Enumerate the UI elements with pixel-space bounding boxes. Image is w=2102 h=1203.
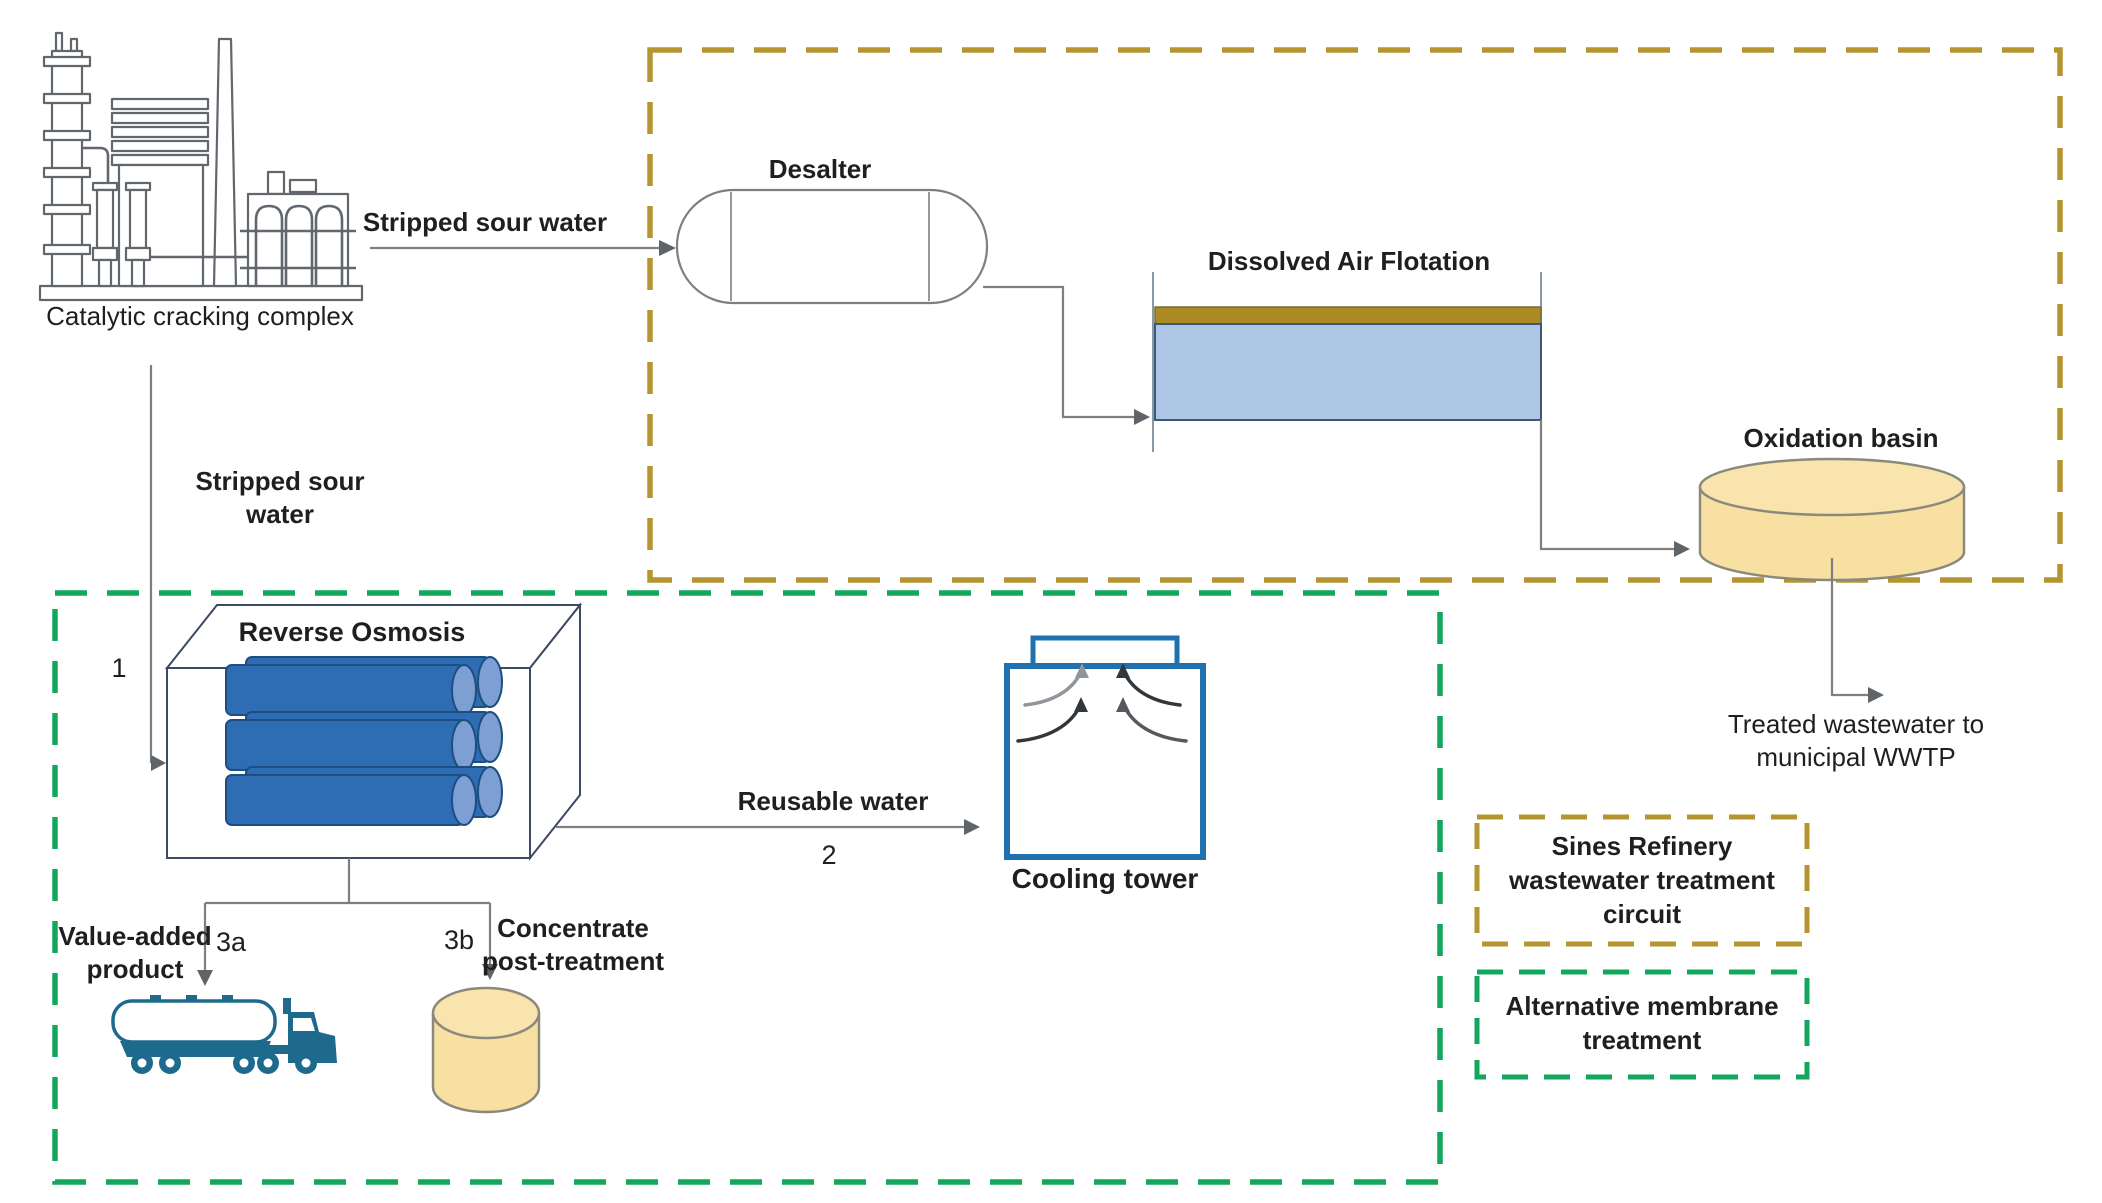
label-line: post-treatment bbox=[481, 945, 664, 976]
label-line: product bbox=[86, 953, 184, 984]
legend-membrane-treatment-border bbox=[1474, 969, 1810, 1080]
cooling-tower-label: Cooling tower bbox=[1011, 863, 1199, 894]
reverse-osmosis-label: Reverse Osmosis bbox=[238, 617, 466, 647]
catalytic-cracker-label: Catalytic cracking complex bbox=[46, 301, 354, 331]
label-line: Treated wastewater to bbox=[1727, 709, 1985, 739]
label-line: treatment bbox=[1582, 1024, 1702, 1055]
daf-tank bbox=[1152, 272, 1542, 458]
label-line: Alternative membrane bbox=[1505, 991, 1779, 1021]
refinery-circuit-region-border bbox=[647, 47, 2063, 583]
cooling-tower-icon bbox=[1004, 635, 1206, 860]
stream-number-3a: 3a bbox=[215, 927, 247, 957]
legend-refinery-circuit-label: Sines Refinery wastewater treatment circ… bbox=[1482, 830, 1802, 931]
concentrate-tank bbox=[431, 986, 541, 1114]
desalter-label: Desalter bbox=[768, 154, 872, 184]
value-added-product-label: Value-added product bbox=[35, 920, 235, 985]
label-line: Concentrate bbox=[497, 913, 649, 943]
oxidation-basin-vessel bbox=[1698, 457, 1966, 582]
stream-number-3b: 3b bbox=[443, 925, 475, 955]
truck-wheels bbox=[131, 1052, 317, 1074]
tanker-truck-icon bbox=[111, 995, 337, 1074]
stripped-sour-water-top-label: Stripped sour water bbox=[362, 207, 608, 237]
flow-lines bbox=[149, 240, 1884, 986]
reusable-water-label: Reusable water bbox=[737, 786, 929, 816]
treated-wastewater-label: Treated wastewater to municipal WWTP bbox=[1676, 708, 2036, 773]
stream-number-1: 1 bbox=[111, 653, 127, 683]
oxidation-basin-label: Oxidation basin bbox=[1743, 423, 1939, 453]
daf-label: Dissolved Air Flotation bbox=[1207, 246, 1491, 276]
desalter-vessel bbox=[675, 188, 989, 305]
stream-number-2: 2 bbox=[821, 840, 837, 870]
membrane-treatment-region-border bbox=[52, 590, 1443, 1185]
label-line: wastewater treatment bbox=[1509, 864, 1775, 895]
legend-membrane-treatment-label: Alternative membrane treatment bbox=[1482, 990, 1802, 1058]
refinery-icon bbox=[38, 31, 364, 302]
reverse-osmosis-unit bbox=[164, 602, 583, 861]
label-line: municipal WWTP bbox=[1756, 741, 1956, 772]
legend-refinery-circuit-border bbox=[1474, 814, 1810, 947]
label-line: Sines Refinery bbox=[1551, 831, 1733, 861]
stripped-sour-water-left-label: Stripped sour water bbox=[195, 466, 365, 529]
label-line: Value-added bbox=[58, 921, 212, 951]
label-line: circuit bbox=[1602, 898, 1682, 929]
concentrate-post-treatment-label: Concentrate post-treatment bbox=[448, 912, 698, 977]
